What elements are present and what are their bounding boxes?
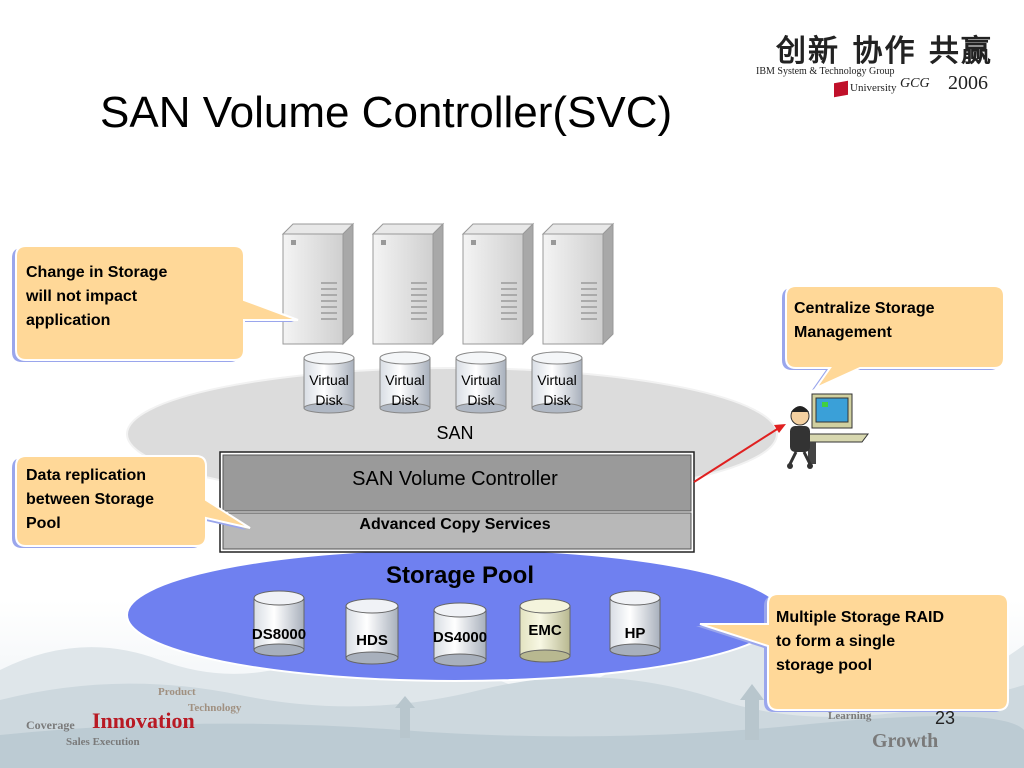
virtual-disk-1-cylinder [303,351,355,414]
callout-data-replication [12,455,251,548]
storage-ds4000-cylinder [433,602,487,667]
storage-ds4000-label: DS4000 [432,629,488,646]
storage-ds8000-label: DS8000 [251,626,307,643]
footer-coverage: Coverage [26,718,75,732]
callout-replication-text: Data replication between Storage Pool [26,464,154,536]
callout-raid [696,593,1009,712]
virtual-disk-2-label: Virtual Disk [380,370,430,410]
logo-university: University [850,82,897,94]
callout-change-text: Change in Storage will not impact applic… [26,261,167,333]
server-2 [371,222,445,346]
storage-emc-cylinder [519,598,571,663]
footer-technology: Technology [188,702,242,714]
callout-change-line2: will not impact [26,288,138,305]
footer-product: Product [158,686,196,698]
callout-raid-line1: Multiple Storage RAID [776,609,945,626]
virtual-disk-3-line2: Disk [467,392,495,408]
callout-replication-line2: between Storage [26,491,155,508]
page-title: SAN Volume Controller(SVC) [100,88,673,137]
virtual-disk-1-line1: Virtual [309,372,349,388]
callout-replication-line1: Data replication [26,467,147,484]
callout-centralize-line1: Centralize Storage [794,300,935,317]
footer-growth: Growth [872,730,939,752]
callout-replication-line3: Pool [26,515,61,532]
san-label: SAN [436,423,474,443]
logo-gcg: GCG [900,76,930,91]
virtual-disk-4-cylinder [531,351,583,414]
server-3 [461,222,535,346]
callout-change-storage [12,245,299,362]
callout-centralize [782,285,1005,391]
storage-hds-cylinder [345,598,399,665]
callout-centralize-line2: Management [794,324,892,341]
server-4 [541,222,615,346]
virtual-disk-4-line2: Disk [543,392,571,408]
advanced-copy-services-label: Advanced Copy Services [359,516,551,533]
virtual-disk-4-line1: Virtual [537,372,577,388]
page-number: 23 [935,708,956,728]
link-arrowhead-icon [774,424,786,433]
storage-hp-cylinder [609,590,661,657]
callout-centralize-text: Centralize Storage Management [794,297,934,345]
footer-learning: Learning [828,710,872,722]
footer-innovation: Innovation [92,708,195,733]
virtual-disk-3-cylinder [455,351,507,414]
callout-change-line3: application [26,312,111,329]
logo-chinese-slogan: 创新 协作 共赢 [776,34,993,69]
server-1 [281,222,355,346]
storage-emc-label: EMC [528,622,562,639]
callout-raid-text: Multiple Storage RAID to form a single s… [776,606,944,678]
callout-raid-line2: to form a single [776,633,896,650]
storage-hds-label: HDS [356,632,388,649]
svc-label: SAN Volume Controller [352,468,558,490]
callout-raid-line3: storage pool [776,657,873,674]
virtual-disk-3-label: Virtual Disk [456,370,506,410]
svc-management-link [693,425,783,483]
logo-year: 2006 [948,72,988,94]
storage-hp-label: HP [624,625,646,642]
virtual-disk-2-line2: Disk [391,392,419,408]
storage-ds8000-cylinder [253,590,305,657]
svc-controller-box [219,451,695,553]
virtual-disk-1-label: Virtual Disk [304,370,354,410]
virtual-disk-2-cylinder [379,351,431,414]
virtual-disk-3-line1: Virtual [461,372,501,388]
callout-change-line1: Change in Storage [26,264,168,281]
storage-pool-label: Storage Pool [385,562,535,589]
footer-sales-execution: Sales Execution [66,736,140,748]
logo-group-name: IBM System & Technology Group [756,66,895,77]
admin-workstation-icon [787,393,869,469]
virtual-disk-2-line1: Virtual [385,372,425,388]
virtual-disk-4-label: Virtual Disk [532,370,582,410]
virtual-disk-1-line2: Disk [315,392,343,408]
